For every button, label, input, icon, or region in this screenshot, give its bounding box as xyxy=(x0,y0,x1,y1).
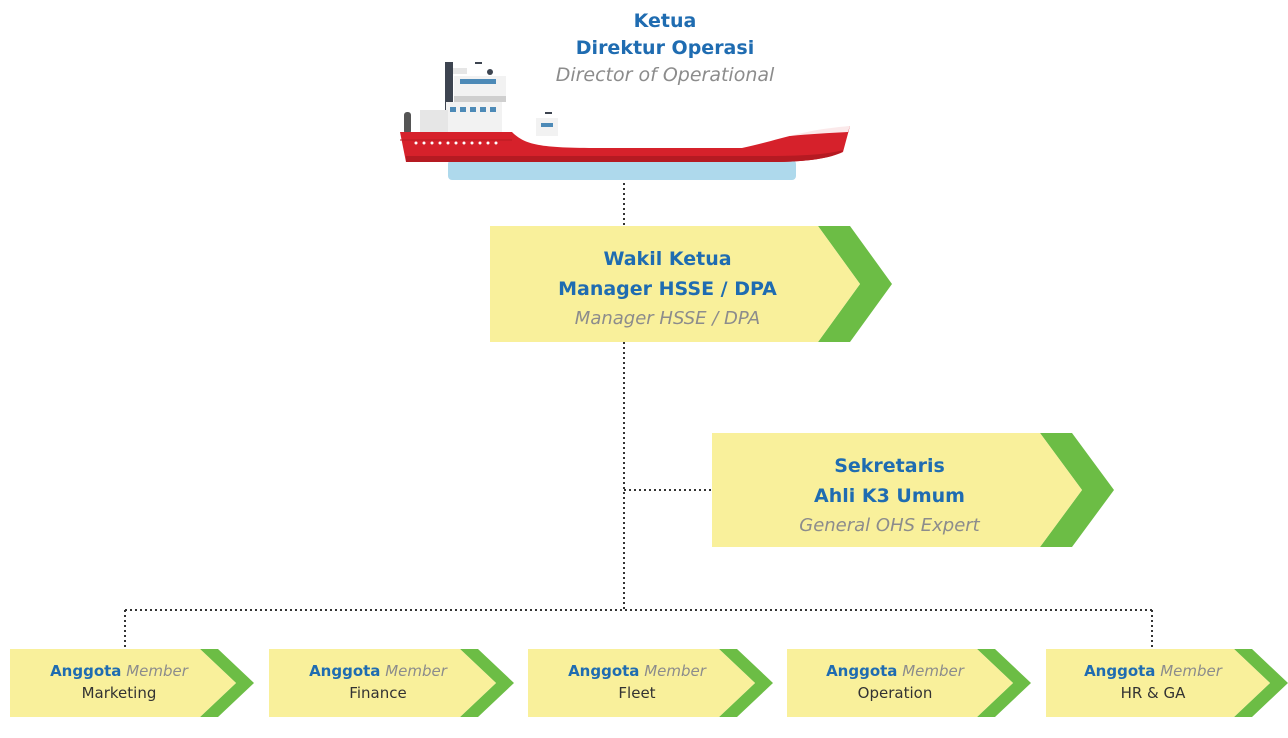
member-role: Anggota xyxy=(50,662,122,680)
vice-chairman-title-en: Manager HSSE / DPA xyxy=(574,308,761,329)
member-role: Anggota xyxy=(568,662,640,680)
secretary-role: Sekretaris xyxy=(834,455,945,477)
ship-illustration xyxy=(400,62,850,180)
member-role: Anggota xyxy=(826,662,898,680)
connector-lines xyxy=(124,168,1153,649)
secretary-title: Ahli K3 Umum xyxy=(814,485,965,507)
member-dept: Marketing xyxy=(81,684,157,702)
chairman-label: Ketua Direktur Operasi Director of Opera… xyxy=(520,8,810,89)
vice-chairman-box: Wakil Ketua Manager HSSE / DPA Manager H… xyxy=(490,226,845,342)
member-shapes xyxy=(10,649,1288,717)
member-dept: Finance xyxy=(349,684,407,702)
secretary-box: Sekretaris Ahli K3 Umum General OHS Expe… xyxy=(712,433,1067,547)
secretary-shape xyxy=(712,433,1114,547)
chairman-role: Ketua xyxy=(633,10,697,32)
ship-mast xyxy=(445,62,453,114)
member-role-en: Member xyxy=(385,662,447,680)
member-box-fleet: Anggota Member Fleet xyxy=(532,649,742,717)
member-box-operation: Anggota Member Operation xyxy=(790,649,1000,717)
member-box-finance: Anggota Member Finance xyxy=(273,649,483,717)
chairman-title-en: Director of Operational xyxy=(555,64,775,86)
chairman-title: Direktur Operasi xyxy=(575,37,755,59)
member-box-marketing: Anggota Member Marketing xyxy=(14,649,224,717)
member-role-en: Member xyxy=(644,662,706,680)
vice-chairman-title: Manager HSSE / DPA xyxy=(558,278,777,300)
water-shape xyxy=(448,160,796,180)
member-role-en: Member xyxy=(1160,662,1222,680)
vice-chairman-role: Wakil Ketua xyxy=(603,248,732,270)
ship-hull xyxy=(400,126,850,162)
member-dept: HR & GA xyxy=(1120,684,1186,702)
member-role: Anggota xyxy=(309,662,381,680)
member-role-en: Member xyxy=(902,662,964,680)
vice-chairman-shape xyxy=(490,226,892,342)
member-dept: Fleet xyxy=(618,684,656,702)
member-box-hr-ga: Anggota Member HR & GA xyxy=(1048,649,1258,717)
member-role: Anggota xyxy=(1084,662,1156,680)
member-dept: Operation xyxy=(857,684,933,702)
member-role-en: Member xyxy=(126,662,188,680)
secretary-title-en: General OHS Expert xyxy=(799,515,980,536)
